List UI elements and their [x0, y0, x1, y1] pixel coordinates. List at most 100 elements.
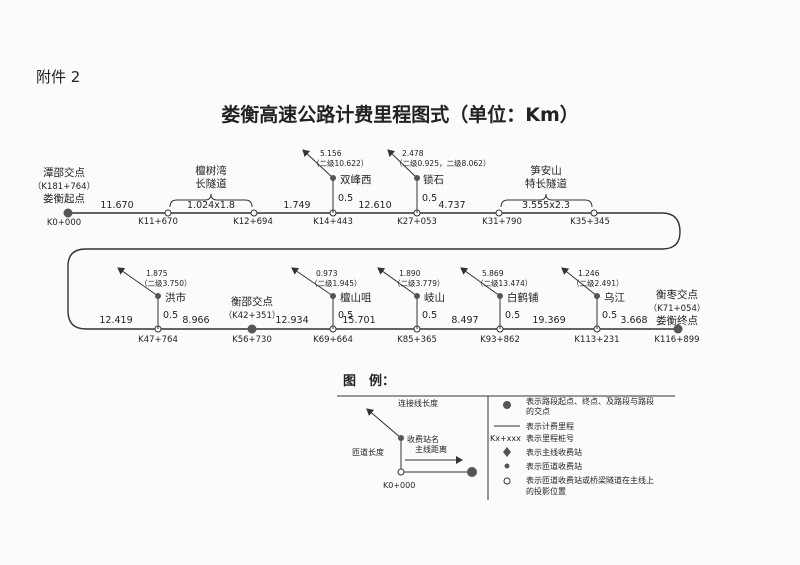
tunnel2-brace	[500, 193, 593, 208]
row2-segment-length: 8.966	[182, 315, 209, 326]
row2-segment-length: 12.934	[275, 315, 308, 326]
legend-item-text: 表示匝道收费站或桥梁隧道在主线上	[526, 475, 654, 485]
end-node	[673, 324, 683, 334]
toll-connector-secondary: （二级10.622）	[312, 158, 368, 168]
ramp-toll-station	[414, 175, 420, 181]
toll-connector-length: 0.973	[316, 269, 338, 278]
row1-stake: K14+443	[313, 217, 353, 227]
connector-arrow	[117, 267, 159, 297]
row1-stake: K12+694	[233, 217, 273, 227]
connector-arrow	[291, 267, 334, 297]
legend-projection-node	[397, 468, 405, 476]
end-stake: K116+899	[654, 335, 699, 345]
row1-segment-length: 11.670	[100, 200, 133, 211]
toll-connector-secondary: （二级2.491）	[572, 278, 623, 288]
connector-arrow	[387, 149, 418, 179]
ramp-toll-station	[594, 293, 600, 299]
toll-ramp-length: 0.5	[338, 310, 353, 321]
toll-connector-secondary: （二级3.750）	[140, 278, 191, 288]
row1-stake: K11+670	[138, 217, 178, 227]
legend-symbol-dot	[504, 463, 510, 469]
row1-segment-length: 12.610	[358, 200, 391, 211]
legend-symbol-diamond	[503, 447, 511, 457]
toll-station-name: 洪市	[165, 291, 186, 304]
legend-item-text: 的交点	[526, 406, 550, 416]
ramp-toll-station	[414, 293, 420, 299]
toll-station-name: 檀山咀	[340, 291, 372, 304]
junction-stake: K56+730	[232, 335, 272, 345]
row2-segment-length: 15.701	[342, 315, 375, 326]
row2-stake: K93+862	[480, 335, 520, 345]
connector-arrow	[302, 149, 334, 179]
toll-ramp-length: 0.5	[505, 310, 520, 321]
legend-ramp-label: 匝道长度	[352, 447, 384, 457]
connector-arrow	[561, 267, 598, 297]
toll-station-name: 乌江	[604, 291, 625, 304]
start-label-1: 潭邵交点	[43, 166, 85, 179]
toll-connector-length: 5.156	[320, 149, 342, 158]
toll-ramp-length: 0.5	[422, 193, 437, 204]
end-label-1: 衡枣交点	[656, 288, 698, 301]
legend-item-text: 的投影位置	[526, 486, 566, 496]
toll-connector-secondary: （二级0.925，二级8.062）	[395, 158, 490, 168]
legend-title: 图 例：	[343, 373, 395, 389]
tunnel-projection-node	[495, 209, 503, 217]
tunnel1-name-1: 檀树湾	[195, 164, 227, 177]
row2-stake: K85+365	[397, 335, 437, 345]
junction-label-2: （K42+351）	[224, 310, 281, 321]
junction-label-1: 衡邵交点	[231, 295, 273, 308]
legend-item-text: 表示计费里程	[526, 421, 574, 431]
page-title: 娄衡高速公路计费里程图式（单位：Km）	[221, 103, 579, 126]
tunnel2-name-1: 笋安山	[530, 164, 562, 177]
toll-connector-secondary: （二级1.945）	[310, 278, 361, 288]
legend-item-text: 表示匝道收费站	[526, 461, 582, 471]
toll-connector-secondary: （二级13.474）	[476, 278, 532, 288]
toll-connector-length: 1.875	[146, 269, 168, 278]
connector-arrow	[377, 267, 418, 297]
legend-item-text: 表示里程桩号	[526, 433, 574, 443]
row2-segment-length: 3.668	[620, 315, 647, 326]
tunnel1-name-2: 长隧道	[195, 177, 227, 190]
legend-main-label: 主线距离	[415, 444, 447, 454]
row1-stake: K31+790	[482, 217, 522, 227]
junction-node	[247, 324, 257, 334]
end-label-3: 娄衡终点	[656, 314, 698, 327]
row1-segment-length: 1.749	[283, 200, 310, 211]
toll-station-name: 锁石	[423, 173, 444, 186]
toll-ramp-length: 0.5	[422, 310, 437, 321]
tunnel2-length: 3.555x2.3	[522, 200, 570, 211]
tunnel1-brace	[169, 193, 253, 208]
toll-station-name: 双峰西	[340, 174, 372, 186]
row1-segment-length: 4.737	[438, 200, 465, 211]
legend-symbol-circle	[503, 477, 511, 485]
mainline-route	[67, 212, 681, 330]
start-label-3: 娄衡起点	[43, 192, 85, 205]
toll-connector-secondary: （二级3.779）	[393, 278, 444, 288]
row2-stake: K113+231	[574, 335, 619, 345]
legend-toll-station	[398, 435, 404, 441]
legend-toll-label: 收费站名	[407, 434, 439, 444]
legend-item-text: 表示路段起点、终点、及路段与路段	[526, 396, 654, 406]
legend-connector-label: 连接线长度	[398, 398, 438, 408]
toll-ramp-length: 0.5	[602, 310, 617, 321]
legend-list: 表示路段起点、终点、及路段与路段 的交点 表示计费里程 Kx+xxx 表示里程桩…	[490, 396, 654, 496]
row2-segment-length: 19.369	[532, 315, 565, 326]
row1-stake: K35+345	[570, 217, 610, 227]
toll-station-name: 岐山	[424, 291, 445, 304]
tunnel-projection-node	[590, 209, 598, 217]
toll-connector-length: 2.478	[402, 149, 424, 158]
toll-ramp-length: 0.5	[163, 310, 178, 321]
row2-segment-length: 12.419	[99, 315, 132, 326]
row2-segment-length: 8.497	[451, 315, 478, 326]
row2-stake: K69+664	[313, 335, 353, 345]
toll-ramp-length: 0.5	[338, 193, 353, 204]
toll-connector-length: 1.890	[399, 269, 421, 278]
tunnel-projection-node	[164, 209, 172, 217]
tunnel-projection-node	[250, 209, 258, 217]
legend-symbol-node	[503, 401, 511, 409]
toll-station-name: 白鹤铺	[507, 291, 539, 304]
legend-connector-arrow	[366, 408, 402, 439]
row2-stake: K47+764	[138, 335, 178, 345]
